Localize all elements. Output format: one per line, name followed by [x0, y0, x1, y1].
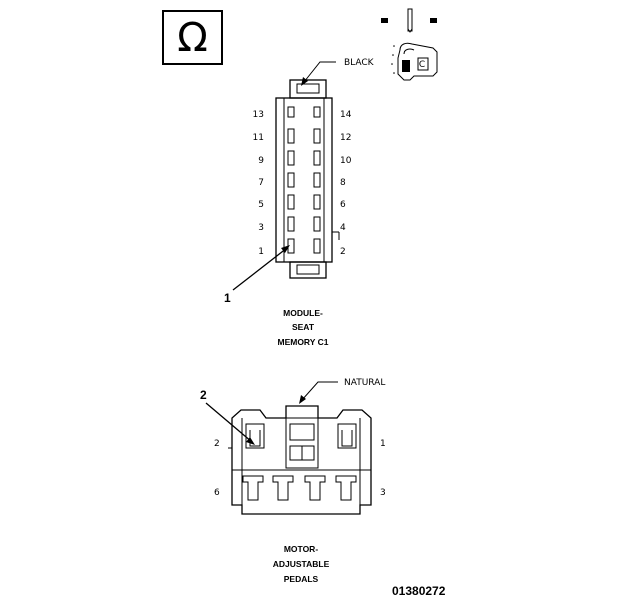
c1-pin-label: 14	[340, 110, 352, 120]
c1-pin-label: 8	[340, 178, 346, 188]
c1-pin-label: 6	[340, 200, 346, 210]
connector-pedals: NATURAL 2 1 6 3	[200, 378, 386, 584]
c1-cavities	[287, 106, 321, 254]
c1-caption-line: MODULE-	[283, 308, 323, 318]
pedals-pin-label: 1	[380, 439, 386, 449]
ohm-symbol: Ω	[177, 15, 208, 61]
svg-text:C: C	[419, 60, 425, 70]
c1-pin-label: 12	[340, 133, 351, 143]
c1-pin-label: 2	[340, 247, 346, 257]
pedals-pin-label: 6	[214, 488, 220, 498]
c1-caption-line: SEAT	[292, 322, 315, 332]
connector-c1: BLACK 13	[224, 58, 375, 347]
c1-pin-label: 9	[258, 156, 264, 166]
pedals-caption-line: ADJUSTABLE	[273, 559, 330, 569]
c1-pin-label: 7	[258, 178, 264, 188]
pedals-caption-line: MOTOR-	[284, 544, 318, 554]
pedals-pin-label: 3	[380, 488, 386, 498]
c1-caption-line: MEMORY C1	[277, 337, 328, 347]
pedals-cavities-bottom	[242, 475, 357, 501]
c1-callout: 1	[224, 291, 231, 305]
c1-pin-label: 11	[253, 133, 264, 143]
c1-pin-label: 1	[258, 247, 264, 257]
c1-pin-label: 10	[340, 156, 352, 166]
pedals-wire-color-label: NATURAL	[344, 378, 385, 388]
pedals-pin-label: 2	[214, 439, 220, 449]
c1-wire-color-label: BLACK	[344, 58, 375, 68]
pedals-caption-line: PEDALS	[284, 574, 319, 584]
pedals-cavities-top	[245, 423, 357, 449]
ohmmeter-icon: Ω	[162, 10, 223, 65]
terminal-probe-icon: C	[381, 8, 438, 81]
pedals-callout: 2	[200, 388, 207, 402]
figure-id: 01380272	[392, 584, 446, 598]
c1-pin-label: 3	[258, 223, 264, 233]
c1-pin-label: 13	[253, 110, 264, 120]
c1-pin-label: 5	[258, 200, 264, 210]
c1-pin-label: 4	[340, 223, 346, 233]
